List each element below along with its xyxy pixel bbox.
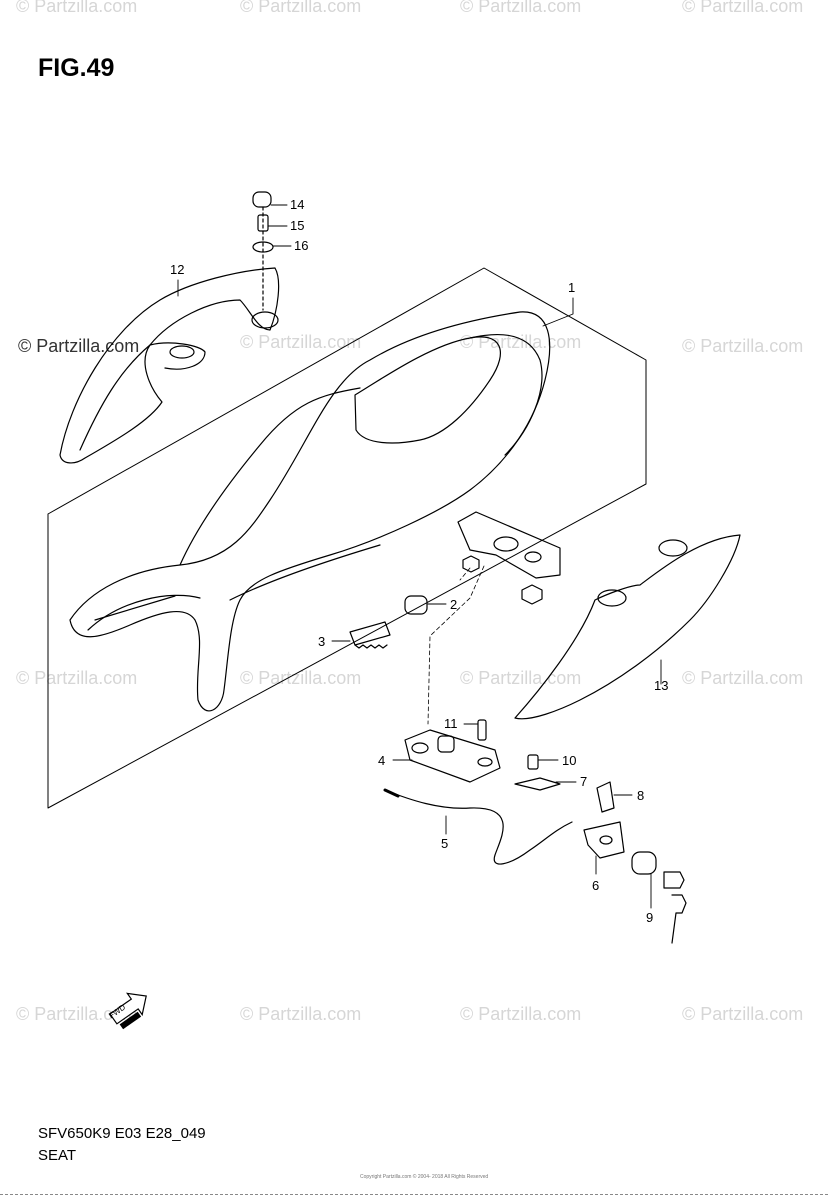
callout-16[interactable]: 16: [294, 238, 309, 253]
grab-rail-right-boss-b: [597, 589, 627, 607]
seat-pad-front: [87, 594, 201, 631]
callout-2[interactable]: 2: [450, 597, 458, 612]
watermark: © Partzilla.com: [460, 332, 582, 352]
watermark: © Partzilla.com: [240, 0, 362, 16]
figure-name: SEAT: [38, 1147, 77, 1164]
bracket-hole-a: [493, 536, 519, 552]
watermark: © Partzilla.com: [682, 1004, 804, 1024]
latch-hook: [437, 735, 455, 753]
seat-side-curve: [229, 544, 381, 601]
lock-key-b: [671, 894, 687, 944]
seat-bracket-plate: [457, 511, 561, 579]
bottom-border: [0, 1194, 828, 1195]
figure-code: SFV650K9 E03 E28_049: [38, 1125, 206, 1142]
nut-b: [521, 584, 543, 605]
nut-a: [462, 555, 480, 573]
callout-7[interactable]: 7: [580, 774, 588, 789]
latch-hole-b: [477, 757, 493, 767]
watermark: © Partzilla.com: [16, 668, 138, 688]
callout-12[interactable]: 12: [170, 262, 185, 277]
watermark: © Partzilla.com: [682, 668, 804, 688]
watermark: © Partzilla.com: [240, 1004, 362, 1024]
watermark: © Partzilla.com: [682, 336, 804, 356]
watermark: © Partzilla.com: [240, 668, 362, 688]
clip-part-7: [514, 777, 561, 791]
callout-1[interactable]: 1: [568, 280, 576, 295]
callout-11[interactable]: 11: [444, 716, 458, 731]
grab-rail-right: [514, 534, 741, 720]
bolt-part-10: [527, 754, 539, 770]
callout-3[interactable]: 3: [318, 634, 326, 649]
callout-14[interactable]: 14: [290, 197, 305, 212]
callout-15[interactable]: 15: [290, 218, 305, 233]
grab-rail-left-boss: [169, 345, 195, 359]
bracket-hole-b: [524, 551, 542, 563]
seat-rear-edge: [469, 333, 543, 456]
callout-13[interactable]: 13: [654, 678, 669, 693]
watermark: © Partzilla.com: [18, 336, 140, 356]
watermark: © Partzilla.com: [240, 332, 362, 352]
bracket-hole: [599, 835, 613, 845]
cap-part-14: [252, 191, 272, 208]
figure-title: FIG.49: [38, 54, 115, 82]
callout-5[interactable]: 5: [441, 836, 449, 851]
watermark: © Partzilla.com: [460, 0, 582, 16]
callout-6[interactable]: 6: [592, 878, 600, 893]
leader-1: [542, 297, 574, 327]
cushion-part-2: [404, 595, 428, 615]
seat-rear-pad: [354, 336, 501, 444]
copyright-text: Copyright Partzilla.com © 2004- 2018 All…: [360, 1174, 489, 1180]
lock-key-a: [663, 871, 685, 889]
seat-outline: [69, 311, 551, 712]
watermark: © Partzilla.com: [460, 1004, 582, 1024]
assembly-boundary: [47, 267, 647, 809]
assembly-line-a: [427, 565, 485, 725]
grab-rail-left: [59, 267, 280, 464]
callout-4[interactable]: 4: [378, 753, 386, 768]
bracket-part-6: [583, 821, 625, 859]
fwd-arrow: [109, 992, 147, 1030]
assembly-line-b: [459, 567, 471, 581]
rubber-part-3: [349, 621, 391, 646]
watermark: © Partzilla.com: [460, 668, 582, 688]
watermark: © Partzilla.com: [682, 0, 804, 16]
grab-rail-left-boss-top: [251, 311, 279, 329]
seat-pad-line: [94, 595, 176, 621]
bolt-part-11: [477, 719, 487, 741]
grab-rail-right-boss-a: [658, 539, 688, 557]
clip-part-8: [596, 781, 615, 813]
grab-rail-left-inner: [79, 342, 206, 451]
cable-end: [383, 788, 400, 798]
watermark: © Partzilla.com: [16, 0, 138, 16]
callout-9[interactable]: 9: [646, 910, 654, 925]
watermark: © Partzilla.com: [16, 1004, 138, 1024]
callout-10[interactable]: 10: [562, 753, 577, 768]
lock-part-9: [631, 851, 657, 875]
callout-8[interactable]: 8: [637, 788, 645, 803]
latch-hole-a: [411, 742, 429, 754]
rubber-part-3-teeth: [354, 644, 388, 649]
cable-part-5: [384, 789, 573, 865]
seat-center-line: [179, 387, 361, 566]
